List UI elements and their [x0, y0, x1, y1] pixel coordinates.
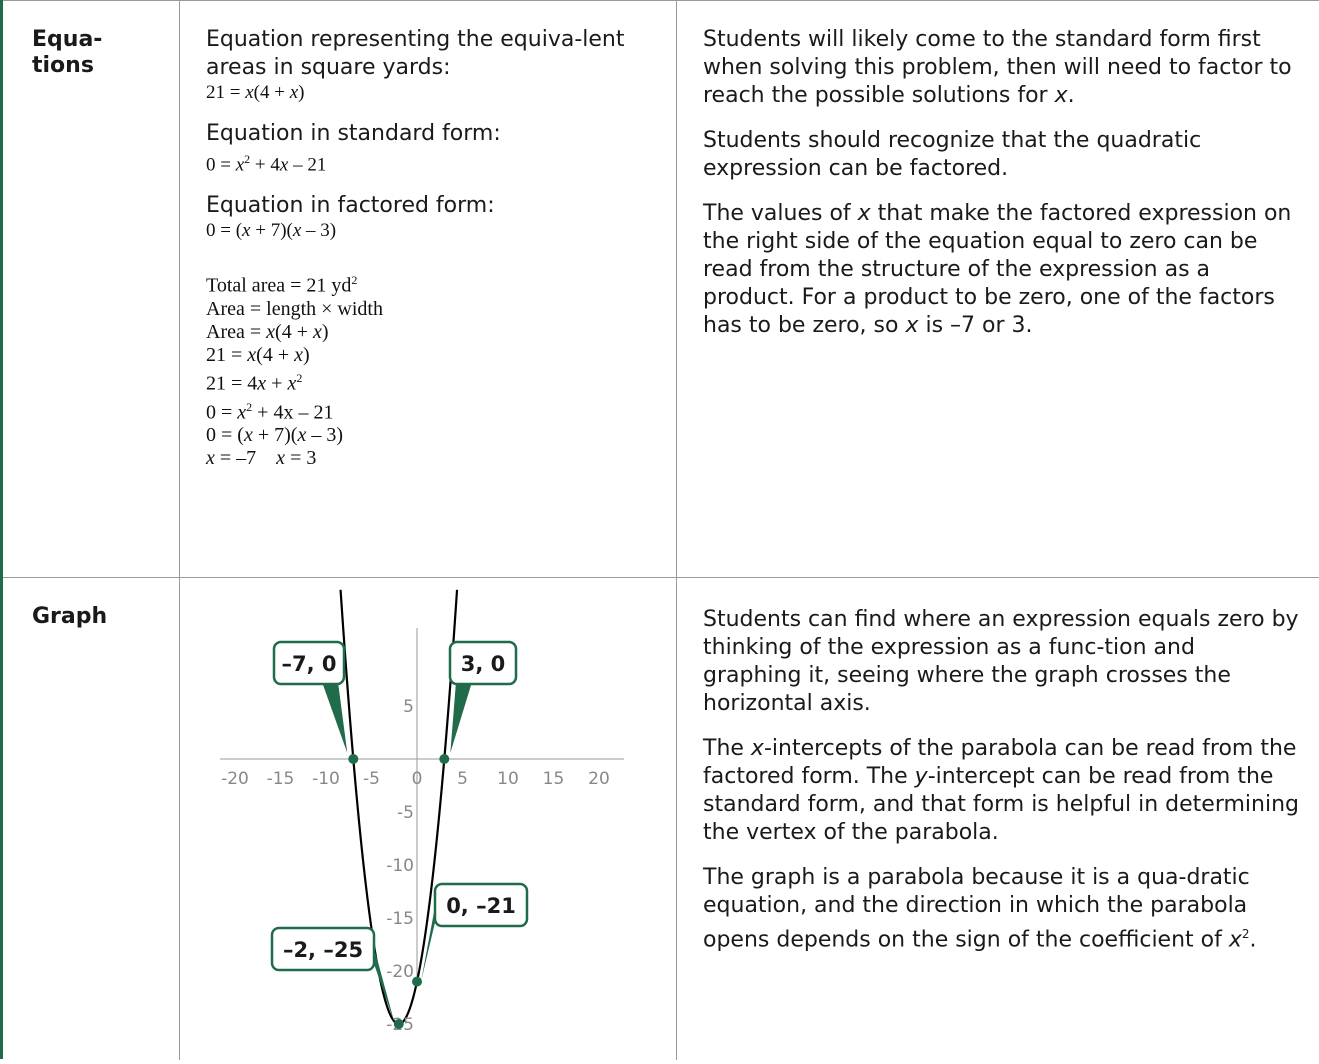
point-label-text: 0, –21 — [446, 894, 516, 918]
note-paragraph: The values of x that make the factored e… — [703, 200, 1300, 340]
note-paragraph: The graph is a parabola because it is a … — [703, 864, 1300, 954]
y-tick-label: -15 — [386, 909, 414, 929]
x-tick-label: -20 — [221, 769, 249, 789]
label-line: tions — [32, 53, 179, 79]
work-line: 0 = x2 + 4x – 21 — [206, 396, 652, 425]
point-label-pointer — [450, 682, 472, 753]
explanation-table: Equa- tions Equation representing the eq… — [3, 0, 1319, 1060]
x-tick-label: -10 — [312, 769, 340, 789]
row-label-cell: Equa- tions — [3, 1, 180, 578]
work-line: Area = x(4 + x) — [206, 321, 652, 344]
row-label-equations: Equa- tions — [3, 1, 179, 79]
x-tick-label: 20 — [588, 769, 610, 789]
work-line: 0 = (x + 7)(x – 3) — [206, 424, 652, 447]
point-label-pointer — [372, 940, 395, 1024]
y-tick-label: -20 — [386, 962, 414, 982]
graph-notes-cell: Students can find where an expression eq… — [677, 578, 1319, 1061]
label-line: Equa- — [32, 27, 179, 53]
equation-standard-form: 0 = x2 + 4x – 21 — [206, 148, 652, 176]
equation-description: Equation in factored form: — [206, 192, 652, 220]
y-tick-label: 5 — [403, 697, 414, 717]
x-tick-label: -5 — [363, 769, 380, 789]
y-tick-label: -10 — [386, 856, 414, 876]
equation-factored-form: 0 = (x + 7)(x – 3) — [206, 220, 652, 242]
note-paragraph: Students should recognize that the quadr… — [703, 127, 1300, 183]
x-tick-label: 0 — [412, 769, 423, 789]
work-line: Area = length × width — [206, 298, 652, 321]
work-line: 21 = 4x + x2 — [206, 367, 652, 396]
equations-notes-cell: Students will likely come to the standar… — [677, 1, 1319, 578]
point-marker — [439, 754, 449, 764]
note-paragraph: The x-intercepts of the parabola can be … — [703, 735, 1300, 847]
x-tick-label: 15 — [543, 769, 565, 789]
note-paragraph: Students will likely come to the standar… — [703, 26, 1300, 110]
work-line: Total area = 21 yd2 — [206, 269, 652, 298]
row-label-cell: Graph — [3, 578, 180, 1061]
work-line: x = –7 x = 3 — [206, 447, 652, 470]
point-marker — [412, 977, 422, 987]
x-tick-label: -15 — [267, 769, 295, 789]
equation-description: Equation representing the equiva-lent ar… — [206, 26, 652, 82]
row-label-graph: Graph — [3, 578, 179, 630]
equations-cell: Equation representing the equiva-lent ar… — [180, 1, 677, 578]
point-label-text: 3, 0 — [461, 652, 506, 676]
y-tick-label: -5 — [397, 803, 414, 823]
point-label-pointer — [322, 682, 347, 753]
worked-solution: Total area = 21 yd2 Area = length × widt… — [206, 269, 652, 470]
point-marker — [348, 754, 358, 764]
point-label-text: –7, 0 — [281, 652, 336, 676]
equations-row: Equa- tions Equation representing the eq… — [3, 1, 1319, 578]
point-marker — [394, 1019, 404, 1029]
equation-area: 21 = x(4 + x) — [206, 82, 652, 104]
x-tick-label: 10 — [497, 769, 519, 789]
x-tick-label: 5 — [457, 769, 468, 789]
note-paragraph: Students can find where an expression eq… — [703, 606, 1300, 718]
point-label-text: –2, –25 — [283, 938, 363, 962]
work-line: 21 = x(4 + x) — [206, 344, 652, 367]
equation-description: Equation in standard form: — [206, 120, 652, 148]
graph-row: Graph -20-15-10-5051015205-5-10-15-20-25… — [3, 578, 1319, 1061]
